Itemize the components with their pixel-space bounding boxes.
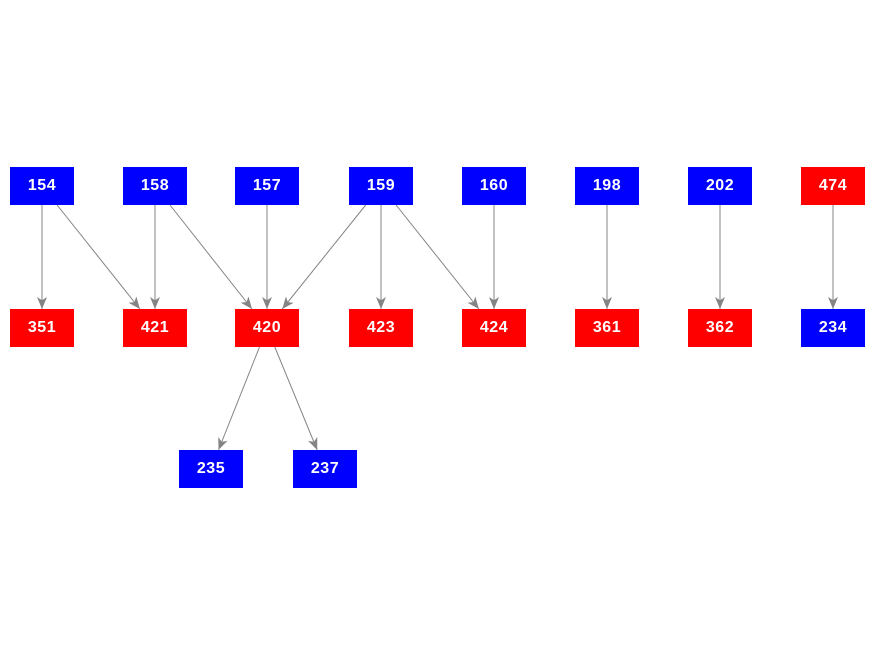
node-label: 234 — [818, 319, 848, 336]
node-label: 351 — [27, 319, 57, 336]
node-label: 235 — [196, 460, 226, 477]
graph-node-421: 421 — [123, 309, 187, 347]
edge-154-to-421 — [56, 204, 141, 310]
node-label: 474 — [818, 177, 848, 194]
graph-node-234: 234 — [801, 309, 865, 347]
graph-node-159: 159 — [349, 167, 413, 205]
node-label: 361 — [592, 319, 622, 336]
node-label: 157 — [252, 177, 282, 194]
node-label: 198 — [592, 177, 622, 194]
edge-159-to-420 — [281, 204, 367, 310]
edge-420-to-237 — [274, 346, 318, 451]
edge-420-to-235 — [218, 346, 260, 451]
graph-node-351: 351 — [10, 309, 74, 347]
node-label: 424 — [479, 319, 509, 336]
graph-node-361: 361 — [575, 309, 639, 347]
graph-node-420: 420 — [235, 309, 299, 347]
graph-node-157: 157 — [235, 167, 299, 205]
graph-node-202: 202 — [688, 167, 752, 205]
graph-node-198: 198 — [575, 167, 639, 205]
node-label: 423 — [366, 319, 396, 336]
node-label: 420 — [252, 319, 282, 336]
node-label: 159 — [366, 177, 396, 194]
graph-node-474: 474 — [801, 167, 865, 205]
graph-node-424: 424 — [462, 309, 526, 347]
node-label: 160 — [479, 177, 509, 194]
graph-node-237: 237 — [293, 450, 357, 488]
node-label: 421 — [140, 319, 170, 336]
graph-node-423: 423 — [349, 309, 413, 347]
node-label: 362 — [705, 319, 735, 336]
edge-159-to-424 — [395, 204, 480, 310]
graph-node-158: 158 — [123, 167, 187, 205]
node-label: 154 — [27, 177, 57, 194]
graph-node-160: 160 — [462, 167, 526, 205]
graph-node-235: 235 — [179, 450, 243, 488]
node-label: 158 — [140, 177, 170, 194]
graph-node-154: 154 — [10, 167, 74, 205]
node-label: 202 — [705, 177, 735, 194]
edge-158-to-420 — [169, 204, 253, 310]
node-label: 237 — [310, 460, 340, 477]
graph-node-362: 362 — [688, 309, 752, 347]
